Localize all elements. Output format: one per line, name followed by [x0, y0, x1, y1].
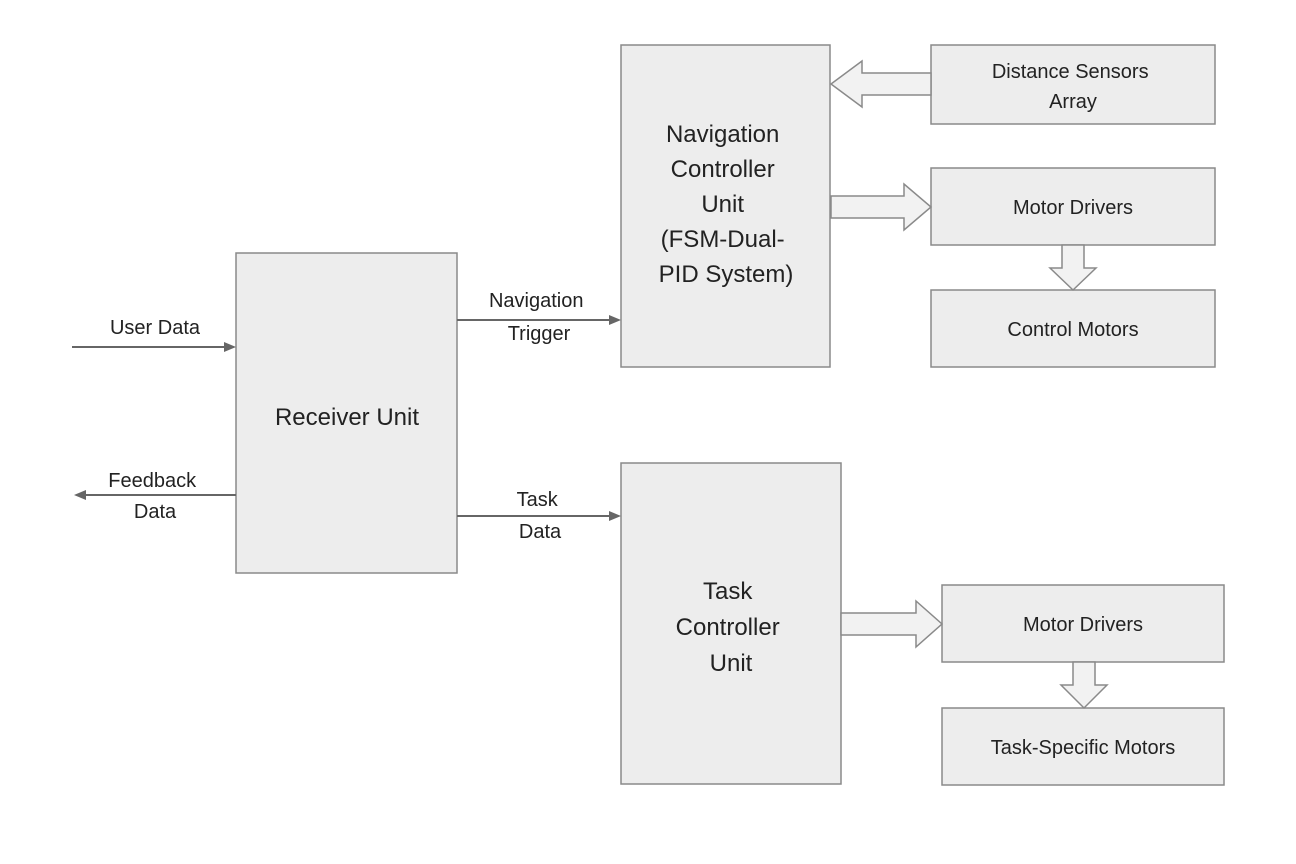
- distance-sensors-box: [930, 44, 1216, 125]
- navigation-trigger-arrow: [457, 315, 621, 325]
- task-controller-label: Task Controller Unit: [676, 578, 787, 677]
- navigation-controller-box: [620, 44, 831, 368]
- nav-to-motor-drivers-block-arrow: [830, 182, 933, 232]
- task-specific-motors-label: Task-Specific Motors: [991, 737, 1176, 759]
- control-motors-box: [930, 289, 1216, 368]
- nav-motor-drivers-box: [930, 167, 1216, 246]
- feedback-data-label: Feedback Data: [108, 470, 201, 523]
- distance-sensors-label: Distance Sensors Array: [992, 61, 1154, 113]
- navigation-trigger-label: Navigation Trigger: [489, 290, 589, 345]
- user-data-arrow: [72, 342, 236, 352]
- sensors-to-nav-block-arrow: [829, 59, 932, 109]
- task-motor-drivers-label: Motor Drivers: [1023, 614, 1143, 636]
- receiver-unit-label: Receiver Unit: [275, 404, 419, 431]
- task-controller-box: [620, 462, 842, 785]
- task-drivers-to-task-motors-block-arrow: [1059, 661, 1109, 710]
- task-data-arrow: [457, 511, 621, 521]
- user-data-label: User Data: [110, 317, 201, 339]
- task-data-label: Task Data: [517, 489, 564, 543]
- control-motors-label: Control Motors: [1007, 319, 1138, 341]
- feedback-data-arrow: [74, 490, 236, 500]
- navigation-controller-label: Navigation Controller Unit (FSM-Dual- PI…: [659, 121, 794, 288]
- task-specific-motors-box: [941, 707, 1225, 786]
- nav-motor-drivers-label: Motor Drivers: [1013, 197, 1133, 219]
- receiver-unit-box: [235, 252, 458, 574]
- task-to-motor-drivers-block-arrow: [840, 599, 944, 649]
- nav-drivers-to-control-motors-block-arrow: [1048, 244, 1098, 292]
